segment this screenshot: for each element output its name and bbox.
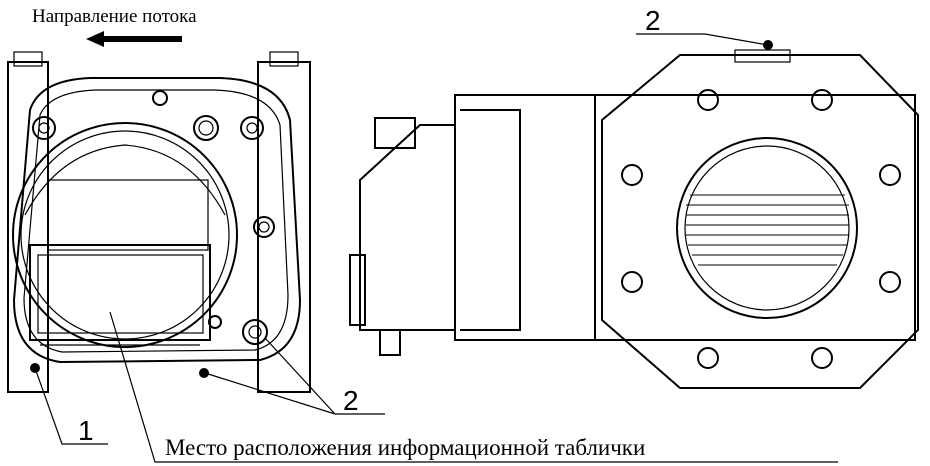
seal-leader-left — [34, 367, 108, 445]
seal-marker-icon — [763, 40, 773, 50]
seal-leader-top — [636, 33, 769, 46]
front-view — [7, 51, 311, 393]
side-view — [349, 49, 919, 389]
seal-marker-icon — [199, 368, 209, 378]
seal-callout-left: 1 — [78, 415, 94, 446]
nameplate-leader — [109, 311, 838, 463]
seal-leader-bottom-2 — [264, 337, 336, 415]
nameplate-label: Место расположения информационной таблич… — [165, 435, 645, 460]
seal-marker-icon — [30, 363, 40, 373]
flow-direction-label: Направление потока — [32, 6, 197, 27]
flow-arrow-icon — [86, 31, 182, 47]
seal-callout-bottom: 2 — [343, 385, 359, 416]
seal-callout-top: 2 — [645, 5, 661, 36]
